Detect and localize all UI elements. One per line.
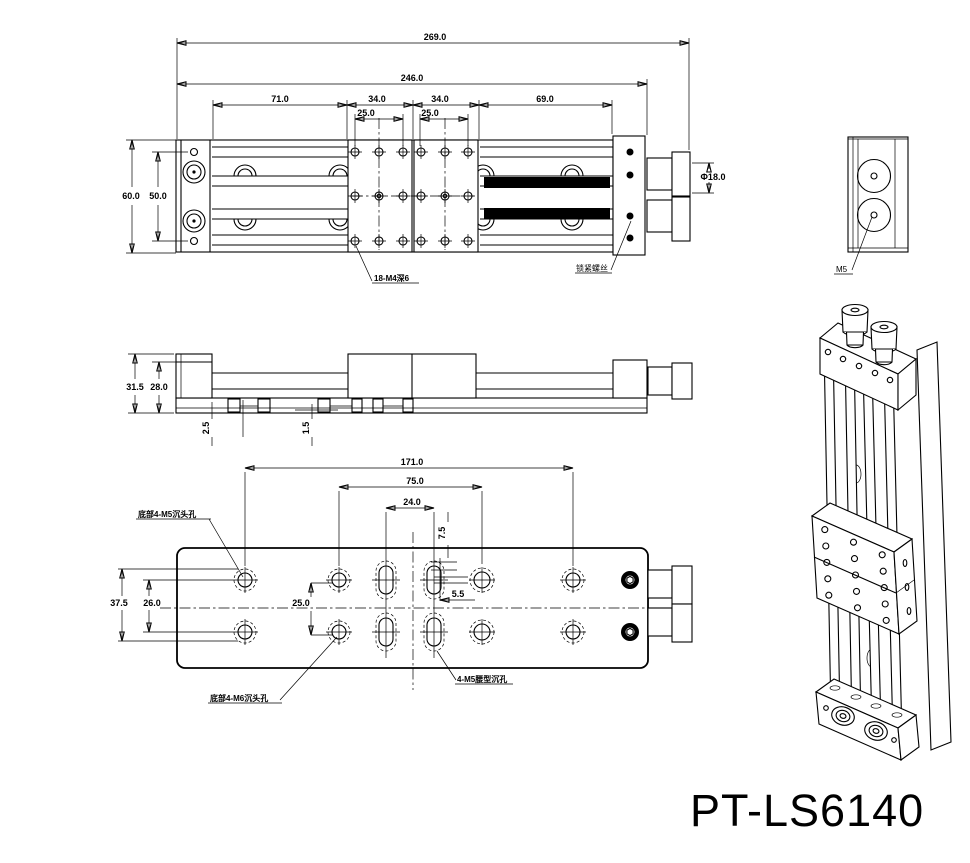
carriage-holes	[348, 145, 475, 248]
isometric-view	[810, 303, 952, 762]
side-knob-cap	[671, 362, 693, 400]
dim-body-height: 28.0	[150, 382, 168, 392]
side-knob-shaft	[647, 366, 673, 396]
dim-holes-a: 25.0	[357, 108, 375, 118]
lock-screw-dots	[626, 148, 634, 242]
top-view-dimensions: 269.0 246.0 71.0 34.0 34.0 69.0 25.0 25.…	[122, 32, 726, 254]
label-m5-holes: 底部4-M5沉头孔	[137, 509, 196, 519]
dim-inner-height: 26.0	[143, 598, 161, 608]
label-carriage-holes: 18-M4深6	[374, 273, 410, 283]
dim-plate-b: 34.0	[431, 94, 449, 104]
dim-holes-b: 25.0	[421, 108, 439, 118]
dim-knob-dia: Φ18.0	[701, 172, 726, 182]
dim-plate-a: 34.0	[368, 94, 386, 104]
bottom-holes	[232, 554, 639, 658]
label-m6-holes: 底部4-M6沉头孔	[209, 693, 268, 703]
iso-base-plate	[916, 341, 952, 751]
end-view: M5	[834, 136, 909, 275]
dim-inner-height: 50.0	[149, 191, 167, 201]
side-end-block	[612, 359, 648, 399]
left-cap-screws	[182, 147, 206, 246]
dim-left: 71.0	[271, 94, 289, 104]
dim-body: 246.0	[401, 73, 424, 83]
dim-slot-offset: 7.5	[437, 527, 447, 540]
rod-arcs	[233, 164, 584, 231]
dim-outer-height: 37.5	[110, 598, 128, 608]
part-number-title: PT-LS6140	[690, 785, 924, 836]
side-view: 31.5 28.0 2.5 1.5	[126, 353, 693, 446]
dim-overall: 269.0	[424, 32, 447, 42]
dim-mid-span: 75.0	[406, 476, 424, 486]
iso-carriage-holes	[821, 526, 912, 624]
dim-outer-span: 171.0	[401, 457, 424, 467]
side-view-dimensions: 31.5 28.0 2.5 1.5	[126, 353, 338, 446]
top-view: 269.0 246.0 71.0 34.0 34.0 69.0 25.0 25.…	[122, 32, 726, 284]
dim-total-height: 31.5	[126, 382, 144, 392]
label-lock-screw: 锁紧螺丝	[576, 263, 608, 273]
iso-carriage	[810, 502, 918, 636]
lead-screw-band-top	[484, 177, 610, 188]
dim-slot-width: 5.5	[452, 589, 465, 599]
dim-right: 69.0	[536, 94, 554, 104]
label-slot-holes: 4-M5腰型沉孔	[457, 674, 507, 684]
top-view-carriage	[347, 118, 479, 253]
bottom-view-dimensions: 171.0 75.0 24.0 7.5 5.5 37.5 26.0 25.0	[110, 457, 574, 642]
label-knob-thread: M5	[836, 265, 848, 274]
lead-screw-band-bottom	[484, 208, 610, 219]
bottom-knobs	[647, 565, 693, 643]
dim-height: 60.0	[122, 191, 140, 201]
iso-bottom-block	[814, 678, 920, 762]
dim-slot-span: 24.0	[403, 497, 421, 507]
dim-mid-height: 25.0	[292, 598, 310, 608]
bottom-view: 171.0 75.0 24.0 7.5 5.5 37.5 26.0 25.0 底…	[110, 457, 693, 704]
iso-knobs	[841, 303, 898, 366]
dim-base-step: 2.5	[201, 422, 211, 435]
bottom-view-labels: 底部4-M5沉头孔 底部4-M6沉头孔 4-M5腰型沉孔	[136, 509, 513, 704]
section-hatches	[227, 398, 414, 413]
adjustment-knobs	[646, 151, 691, 242]
top-view-labels: 18-M4深6 锁紧螺丝	[355, 220, 632, 284]
dim-recess: 1.5	[301, 422, 311, 435]
side-view-body	[175, 353, 693, 414]
hex-socket-screws	[621, 571, 639, 641]
